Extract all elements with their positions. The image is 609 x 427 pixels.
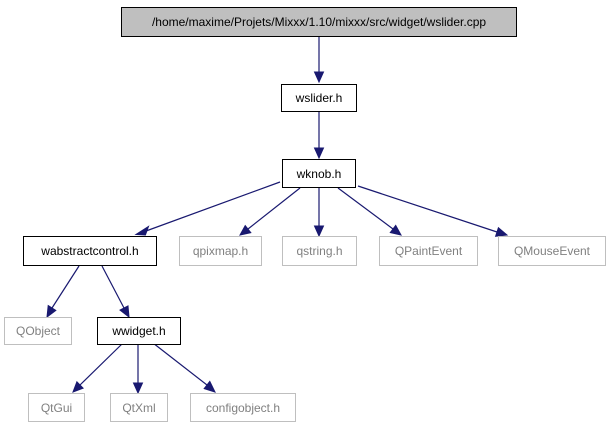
node-qpaintevent[interactable]: QPaintEvent xyxy=(379,236,478,266)
node-label: wknob.h xyxy=(296,167,342,181)
node-label: QtGui xyxy=(41,401,72,415)
arrowhead-wslider-to-wknob xyxy=(313,147,325,160)
edge-wabstractcontrol-to-wwidget xyxy=(101,265,125,309)
node-root-file[interactable]: /home/maxime/Projets/Mixxx/1.10/mixxx/sr… xyxy=(121,7,517,37)
edge-wknob-to-wabstractcontrol xyxy=(145,181,281,232)
node-wabstractcontrol-h[interactable]: wabstractcontrol.h xyxy=(23,236,157,266)
node-label: wwidget.h xyxy=(111,324,165,338)
node-qpixmap-h[interactable]: qpixmap.h xyxy=(179,236,262,266)
arrowhead-wknob-to-wabstractcontrol xyxy=(134,225,150,236)
edge-wknob-to-qpixmap xyxy=(247,187,301,230)
node-label: QPaintEvent xyxy=(395,244,463,258)
node-label: qpixmap.h xyxy=(193,244,248,258)
edge-wwidget-to-configobject xyxy=(152,342,208,386)
node-label: QtXml xyxy=(122,401,155,415)
node-label: QObject xyxy=(16,324,61,338)
arrowhead-wknob-to-qstring xyxy=(313,225,325,238)
arrowhead-wknob-to-qmouseevent xyxy=(494,226,509,237)
node-configobject-h[interactable]: configobject.h xyxy=(190,393,296,422)
node-wwidget-h[interactable]: wwidget.h xyxy=(97,317,181,345)
node-qmouseevent[interactable]: QMouseEvent xyxy=(498,236,606,266)
edge-wknob-to-qpaintevent xyxy=(337,187,394,230)
edges xyxy=(46,37,509,395)
node-label: configobject.h xyxy=(206,401,280,415)
node-label: wabstractcontrol.h xyxy=(40,244,138,258)
arrowhead-wknob-to-qpixmap xyxy=(239,224,252,236)
node-wslider-h[interactable]: wslider.h xyxy=(281,84,357,112)
arrowhead-wabstractcontrol-to-qobject xyxy=(46,304,57,319)
node-qstring-h[interactable]: qstring.h xyxy=(282,236,357,266)
edge-wknob-to-qmouseevent xyxy=(357,185,498,233)
edge-wabstractcontrol-to-qobject xyxy=(51,265,80,309)
arrowhead-wknob-to-qpaintevent xyxy=(389,224,402,236)
arrowhead-root-to-wslider xyxy=(313,71,325,84)
node-qobject[interactable]: QObject xyxy=(4,317,72,345)
arrowhead-wwidget-to-qtxml xyxy=(132,382,144,395)
node-label: /home/maxime/Projets/Mixxx/1.10/mixxx/sr… xyxy=(152,15,486,29)
arrowhead-wabstractcontrol-to-wwidget xyxy=(119,305,130,319)
edge-wwidget-to-qtgui xyxy=(79,342,124,386)
node-qtxml[interactable]: QtXml xyxy=(110,393,168,422)
node-label: wslider.h xyxy=(295,91,343,105)
node-qtgui[interactable]: QtGui xyxy=(28,393,85,422)
node-wknob-h[interactable]: wknob.h xyxy=(282,159,356,188)
arrowhead-wwidget-to-configobject xyxy=(203,380,216,393)
node-label: qstring.h xyxy=(296,244,342,258)
arrowhead-wwidget-to-qtgui xyxy=(72,380,84,393)
node-label: QMouseEvent xyxy=(514,244,591,258)
